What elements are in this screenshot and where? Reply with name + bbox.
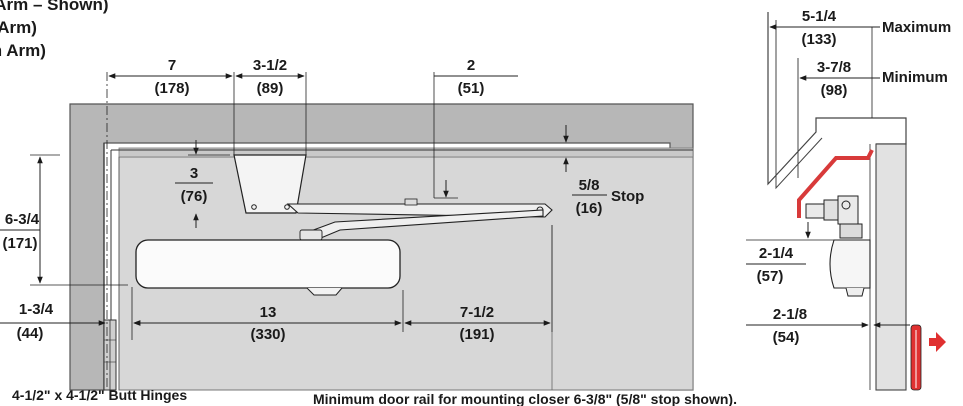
dim-7-in: 7 bbox=[168, 57, 176, 74]
butt-hinge bbox=[103, 319, 117, 391]
dim-13-in: 13 bbox=[260, 304, 277, 321]
dim-2-1-8-in: 2-1/8 bbox=[773, 306, 807, 323]
stop-label: Stop bbox=[611, 188, 644, 205]
dim-3-mm: (76) bbox=[181, 188, 208, 205]
title-line-3: (Form Arm) bbox=[0, 41, 46, 60]
dim-2-in: 2 bbox=[467, 57, 475, 74]
dim-7-1-2-in: 7-1/2 bbox=[460, 304, 494, 321]
closer-body bbox=[135, 239, 401, 289]
dim-3-7-8-in: 3-7/8 bbox=[817, 59, 851, 76]
dim-2-mm: (51) bbox=[458, 80, 485, 97]
open-direction-arrow-icon bbox=[929, 332, 946, 352]
dim-2-1-8-mm: (54) bbox=[773, 329, 800, 346]
side-arm-hardware bbox=[805, 195, 863, 239]
dim-5-8-in: 5/8 bbox=[579, 177, 600, 194]
hinges-caption: 4-1/2" x 4-1/2" Butt Hinges bbox=[12, 387, 187, 403]
dim-7-mm: (178) bbox=[154, 80, 189, 97]
side-door-slab bbox=[875, 143, 907, 391]
dim-1-3-4-in: 1-3/4 bbox=[19, 301, 54, 318]
side-view: 5-1/4 (133) Maximum 3-7/8 (98) Minimum 2… bbox=[746, 8, 951, 391]
dim-minimum-label: Minimum bbox=[882, 69, 948, 86]
mounting-bracket bbox=[233, 154, 307, 214]
side-closer-body bbox=[829, 239, 871, 289]
dim-1-3-4-mm: (44) bbox=[17, 325, 44, 342]
dim-3-in: 3 bbox=[190, 165, 198, 182]
front-view: 7 (178) 3-1/2 (89) 2 (51) 3 (76) 5/8 (16… bbox=[0, 57, 694, 391]
dim-5-8-mm: (16) bbox=[576, 200, 603, 217]
dim-maximum-label: Maximum bbox=[882, 19, 951, 36]
dim-13-mm: (330) bbox=[250, 326, 285, 343]
dim-3-1-2-in: 3-1/2 bbox=[253, 57, 287, 74]
dim-7-1-2-mm: (191) bbox=[459, 326, 494, 343]
dim-6-3-4-mm: (171) bbox=[2, 235, 37, 252]
dim-3-7-8-mm: (98) bbox=[821, 82, 848, 99]
dim-6-3-4-in: 6-3/4 bbox=[5, 211, 40, 228]
dim-5-1-4-mm: (133) bbox=[801, 31, 836, 48]
title-block: (Form Arm – Shown) (Form Arm) (Form Arm) bbox=[0, 0, 109, 60]
dim-5-1-4-in: 5-1/4 bbox=[802, 8, 837, 25]
side-bracket-red bbox=[797, 149, 874, 218]
dim-2-1-4-in: 2-1/4 bbox=[759, 245, 794, 262]
title-line-1: (Form Arm – Shown) bbox=[0, 0, 109, 14]
rail-caption: Minimum door rail for mounting closer 6-… bbox=[313, 391, 737, 406]
dim-3-1-2-mm: (89) bbox=[257, 80, 284, 97]
dim-2-1-4-mm: (57) bbox=[757, 268, 784, 285]
title-line-2: (Form Arm) bbox=[0, 18, 37, 37]
